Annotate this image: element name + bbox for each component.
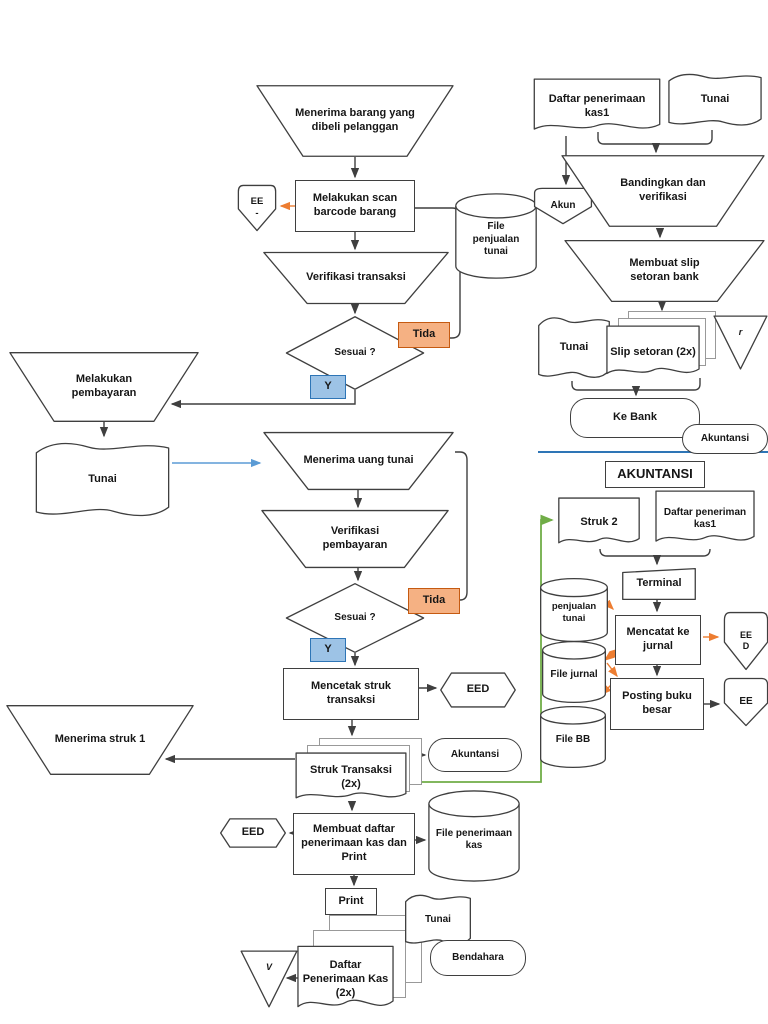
terminator-label: Bendahara: [452, 951, 504, 963]
connector-label: EED: [466, 683, 490, 696]
connector-ee-scan: EE -: [238, 185, 276, 231]
datastore-label: File penerimaan kas: [435, 827, 513, 852]
step-label: Menerima barang yang dibeli pelanggan: [295, 107, 415, 133]
step-membuat-daftar: Membuat daftar penerimaan kas dan Print: [293, 813, 415, 875]
datastore-file-bb: File BB: [540, 706, 606, 768]
step-label: Posting buku besar: [622, 690, 692, 716]
offline-storage-triangle-r: r: [713, 315, 768, 370]
datastore-label: File jurnal: [550, 668, 598, 680]
step-membuat-slip: Membuat slip setoran bank: [563, 240, 766, 302]
datastore-penjualan-tunai: penjualan tunai: [540, 578, 608, 642]
doc-struk-2: Struk 2: [558, 497, 640, 549]
connector-eed-cetak: EED: [440, 672, 516, 708]
datastore-file-penerimaan: File penerimaan kas: [428, 790, 520, 882]
doc-tunai-kasir: Tunai: [35, 440, 170, 520]
branch-label: Tida: [422, 594, 446, 607]
step-label: Verifikasi transaksi: [306, 271, 406, 284]
branch-label: Y: [324, 380, 332, 393]
branch-y-2: Y: [310, 638, 346, 662]
doc-slip-setoran: Slip setoran (2x): [606, 325, 700, 380]
doc-label: Tunai: [700, 93, 730, 106]
doc-daftar-penerimaan: Daftar Penerimaan Kas (2x): [297, 945, 394, 1015]
step-melakukan-pembayaran: Melakukan pembayaran: [8, 352, 200, 422]
connector-label: EE: [739, 629, 752, 640]
step-label: Menerima uang tunai: [303, 454, 414, 467]
doc-label: Tunai: [559, 341, 589, 354]
section-label: AKUNTANSI: [617, 466, 693, 482]
doc-label: Daftar Penerimaan Kas (2x): [302, 959, 389, 999]
doc-label: Slip setoran (2x): [610, 345, 696, 358]
doc-label: Daftar peneriman kas1: [663, 506, 747, 531]
doc-tunai-bank: Tunai: [668, 72, 762, 128]
terminator-label: Akuntansi: [700, 432, 750, 444]
offline-storage-triangle-v: V: [240, 950, 298, 1008]
connector-ee-posting: EE: [724, 678, 768, 726]
step-menerima-uang-tunai: Menerima uang tunai: [262, 432, 455, 490]
doc-tunai-slip: Tunai: [538, 315, 610, 381]
datastore-label: File BB: [555, 733, 591, 745]
step-label: Verifikasi pembayaran: [322, 525, 388, 551]
section-header-akuntansi: AKUNTANSI: [605, 461, 705, 488]
connector-label: Akun: [550, 199, 576, 211]
step-label: Membuat daftar penerimaan kas dan Print: [301, 823, 407, 863]
doc-label: Struk Transaksi (2x): [310, 764, 392, 790]
branch-tida-1: Tida: [398, 322, 450, 348]
step-label: Membuat slip setoran bank: [629, 257, 700, 283]
datastore-file-jurnal: File jurnal: [542, 641, 606, 703]
step-label: Print: [338, 894, 364, 907]
step-menerima-struk-1: Menerima struk 1: [5, 705, 195, 775]
decision-label: Sesuai ?: [334, 611, 376, 623]
doc-label: Tunai: [425, 913, 451, 925]
terminator-akuntansi-1: Akuntansi: [428, 738, 522, 772]
doc-daftar-kas1-top: Daftar penerimaan kas1: [533, 78, 661, 136]
terminator-bendahara: Bendahara: [430, 940, 526, 976]
step-posting-buku-besar: Posting buku besar: [610, 678, 704, 730]
branch-label: Y: [324, 643, 332, 656]
connector-label: EE: [739, 695, 753, 707]
step-mencatat-jurnal: Mencatat ke jurnal: [615, 615, 701, 665]
step-label: Menerima struk 1: [54, 733, 146, 746]
doc-label: Struk 2: [580, 516, 618, 529]
branch-tida-2: Tida: [408, 588, 460, 614]
step-label: Mencetak struk transaksi: [310, 680, 392, 706]
terminator-akuntansi-2: Akuntansi: [682, 424, 768, 454]
branch-label: Tida: [412, 328, 436, 341]
step-label: Melakukan scan barcode barang: [312, 192, 398, 218]
decision-sesuai-2: Sesuai ?: [285, 583, 425, 653]
storage-label: r: [738, 326, 743, 337]
step-label: Melakukan pembayaran: [71, 373, 137, 399]
terminator-label: Akuntansi: [450, 748, 500, 760]
connector-label: -: [255, 208, 259, 219]
doc-label: Tunai: [88, 473, 117, 486]
step-label: Mencatat ke jurnal: [626, 626, 690, 652]
step-scan-barcode: Melakukan scan barcode barang: [295, 180, 415, 232]
datastore-label: File penjualan tunai: [472, 221, 520, 258]
step-label: Terminal: [636, 577, 682, 590]
datastore-label: penjualan tunai: [551, 601, 597, 624]
doc-label: Daftar penerimaan kas1: [548, 93, 646, 119]
step-terminal: Terminal: [622, 568, 696, 600]
datastore-file-penjualan: File penjualan tunai: [455, 193, 537, 279]
doc-tunai-print: Tunai: [405, 893, 471, 947]
terminator-label: Ke Bank: [612, 411, 658, 424]
step-label: Bandingkan dan verifikasi: [620, 177, 706, 203]
step-mencetak-struk: Mencetak struk transaksi: [283, 668, 419, 720]
connector-label: D: [742, 641, 750, 651]
doc-daftar-kas1-akuntansi: Daftar peneriman kas1: [655, 490, 755, 548]
connector-label: EED: [241, 826, 265, 839]
terminator-ke-bank: Ke Bank: [570, 398, 700, 438]
step-verifikasi-transaksi: Verifikasi transaksi: [262, 252, 450, 304]
decision-label: Sesuai ?: [334, 346, 376, 358]
step-print: Print: [325, 888, 377, 915]
connector-eed-daftar: EED: [220, 818, 286, 848]
doc-struk-transaksi: Struk Transaksi (2x): [295, 752, 407, 804]
step-bandingkan-verifikasi: Bandingkan dan verifikasi: [560, 155, 766, 227]
step-menerima-barang: Menerima barang yang dibeli pelanggan: [255, 85, 455, 157]
connector-label: EE: [250, 196, 264, 208]
storage-label: V: [265, 962, 272, 973]
step-verifikasi-pembayaran: Verifikasi pembayaran: [260, 510, 450, 568]
branch-y-1: Y: [310, 375, 346, 399]
